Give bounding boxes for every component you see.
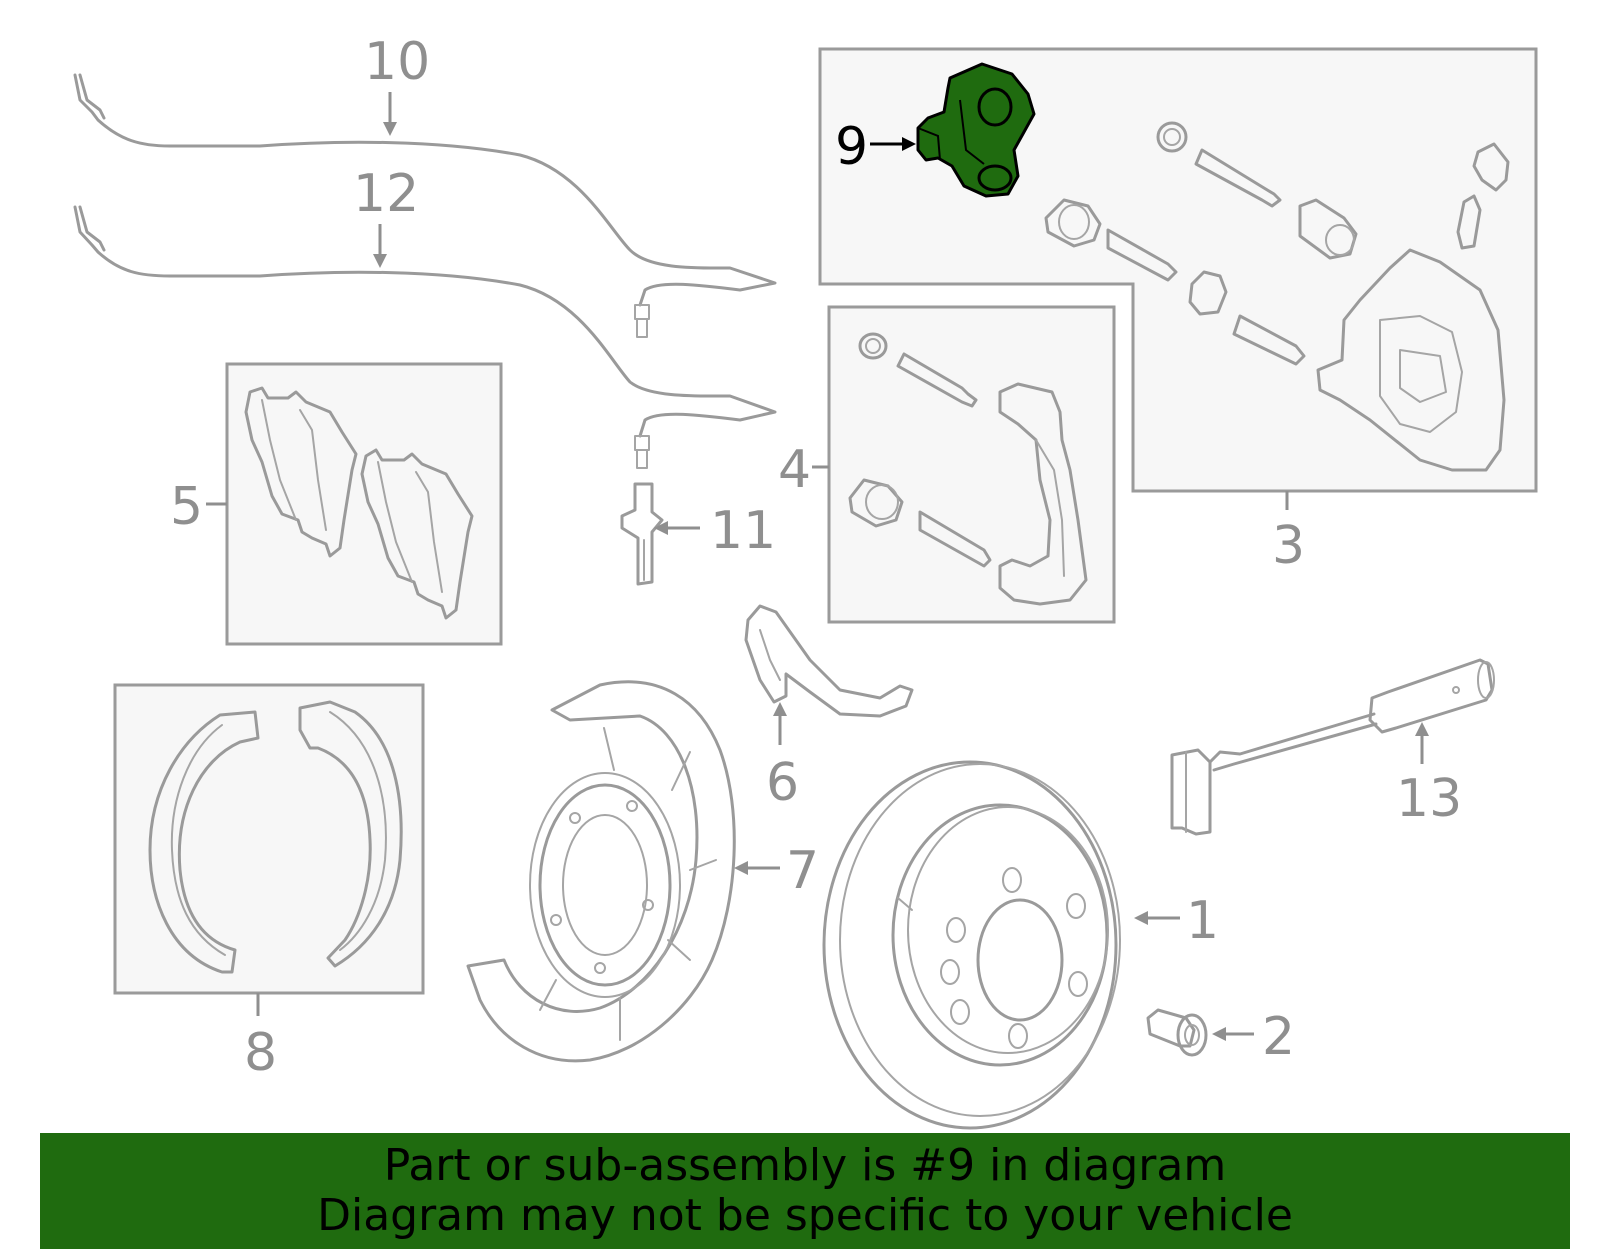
parking-brake-shoes-8 xyxy=(148,700,403,974)
callout-4: 4 xyxy=(778,440,811,500)
rotor-bolt-2 xyxy=(1146,1008,1208,1057)
leader-lines xyxy=(206,92,1429,1041)
callout-7: 7 xyxy=(786,841,819,901)
callout-5: 5 xyxy=(170,477,203,537)
callout-8: 8 xyxy=(244,1023,277,1083)
parking-shoe-box-8 xyxy=(113,683,425,995)
callout-6: 6 xyxy=(766,753,799,813)
caliper-bracket-4 xyxy=(848,332,1088,606)
callout-13: 13 xyxy=(1396,769,1462,829)
callout-2: 2 xyxy=(1262,1007,1295,1067)
callout-10: 10 xyxy=(364,32,430,92)
cable-bracket-6 xyxy=(744,604,914,718)
callout-1: 1 xyxy=(1186,891,1219,951)
brake-rotor-1 xyxy=(822,760,1121,1130)
callout-12: 12 xyxy=(353,164,419,224)
banner-line-1: Part or sub-assembly is #9 in diagram xyxy=(383,1140,1227,1191)
backing-plate-7 xyxy=(466,680,736,1063)
caliper-kit-3 xyxy=(1044,121,1510,472)
info-banner: Part or sub-assembly is #9 in diagram Di… xyxy=(40,1133,1570,1249)
callout-11: 11 xyxy=(710,501,776,561)
brake-pad-box-5 xyxy=(225,362,503,646)
callout-3: 3 xyxy=(1272,516,1305,576)
wear-sensor-13 xyxy=(1170,658,1495,836)
callout-9: 9 xyxy=(835,117,868,177)
banner-line-2: Diagram may not be specific to your vehi… xyxy=(317,1190,1293,1241)
brake-pads-5 xyxy=(244,386,474,620)
sensor-cable-12 xyxy=(73,205,777,469)
caliper-bracket-box-4 xyxy=(827,305,1116,624)
highlighted-part-9 xyxy=(916,62,1036,198)
sensor-cable-10 xyxy=(73,73,777,338)
speed-sensor-11 xyxy=(620,482,664,586)
